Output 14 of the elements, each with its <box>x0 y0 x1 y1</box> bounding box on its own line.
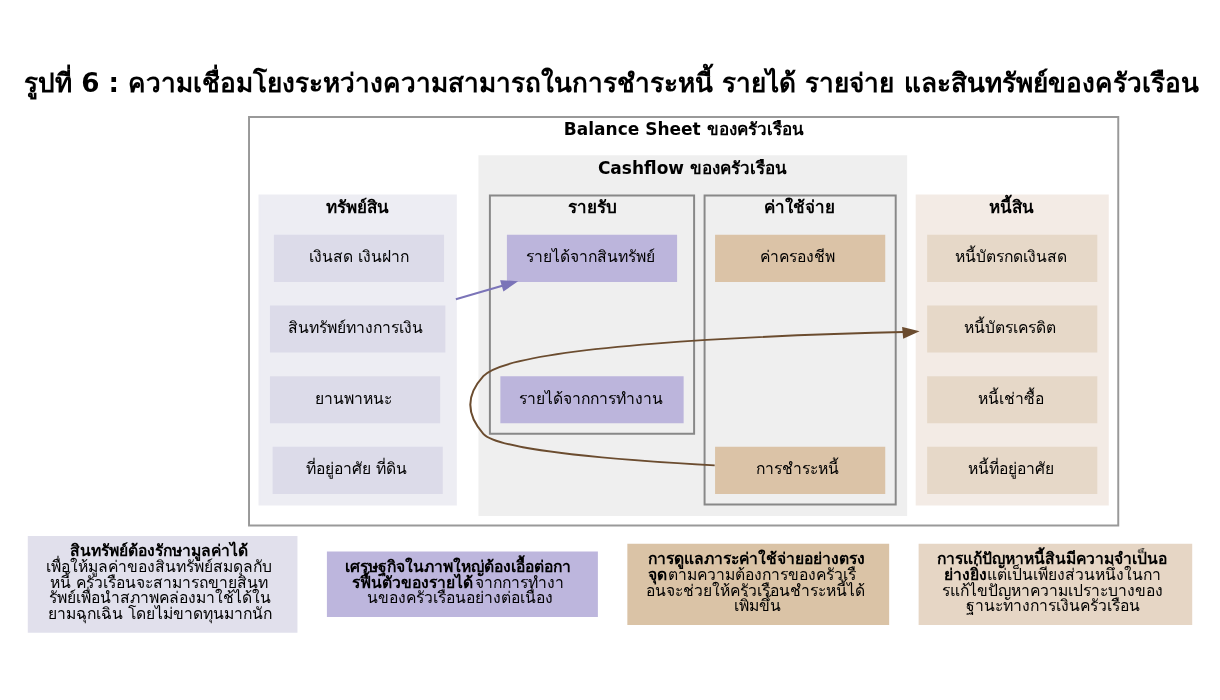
node-box: การแก้ปัญหาหนี้สินมีความจำเป็นอย่างยิ่งแต่เป็นเพียงส่วนหนึ่งในการแก้ไขปัญหาความเปราะบางของฐานะทางการเงินครัวเรือน <box>918 543 1193 625</box>
node-box: รายได้จากการทำงาน <box>500 376 684 424</box>
node-box: หนี้เช่าซื้อ <box>927 376 1098 424</box>
node-box: การชำระหนี้ <box>715 446 886 494</box>
node-box: สินทรัพย์ต้องรักษามูลค่าได้ เพื่อให้มูลค่าของสินทรัพย์สมดุลกับหนี้ ครัวเรือนจะสามารถขายสินทรัพย์เพื่อนำสภาพคล่องมาใช้ได้ในยามฉุกเฉิน โดยไม่ขาดทุนมากนัก <box>27 535 298 633</box>
node-box: เศรษฐกิจในภาพใหญ่ต้องเอื้อต่อการฟื้นตัวของรายได้จากการทำงานของครัวเรือนอย่างต่อเนื่อง <box>326 551 598 618</box>
node-box: รายได้จากสินทรัพย์ <box>506 234 678 282</box>
node-box: การดูแลภาระค่าใช้จ่ายอย่างตรงจุดตามความต้องการของครัวเรือนจะช่วยให้ครัวเรือนชำระหนี้ได้เพิ่มขึ้น <box>627 543 890 625</box>
arrow <box>454 280 519 301</box>
node-box: ค่าครองชีพ <box>715 234 886 282</box>
node-box: หนี้บัตรเครดิต <box>927 305 1098 353</box>
node-box: หนี้ที่อยู่อาศัย <box>927 446 1098 494</box>
arrow <box>469 326 920 467</box>
node-box: หนี้บัตรกดเงินสด <box>927 234 1098 282</box>
